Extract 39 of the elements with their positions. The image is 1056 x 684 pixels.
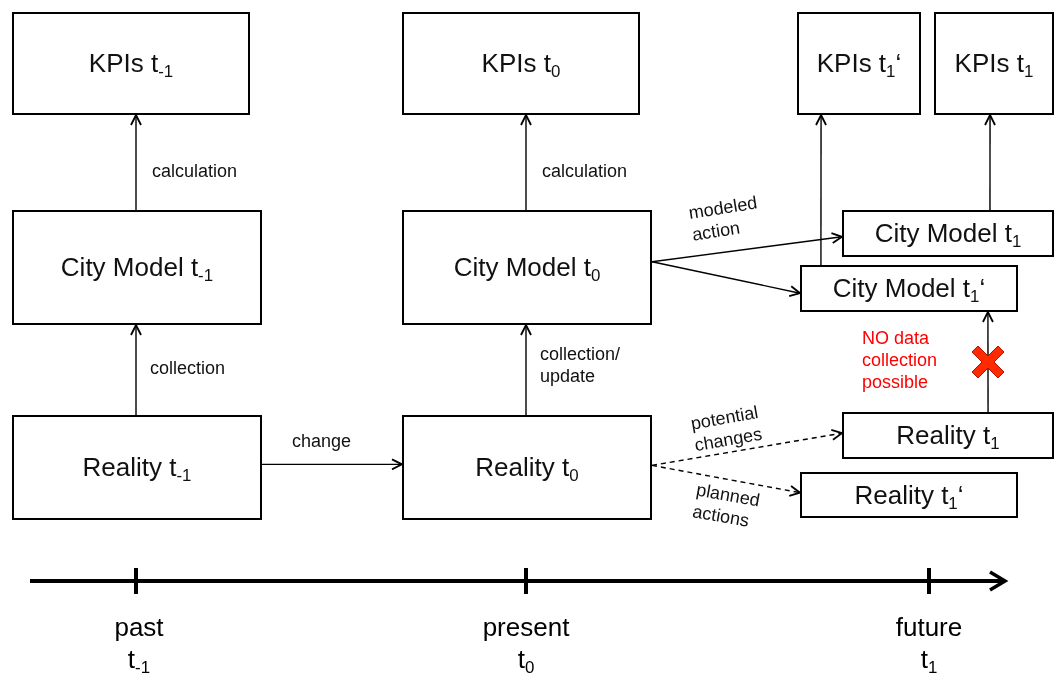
label-box: Reality t$_{1}$ — [842, 412, 1054, 459]
arrow — [520, 114, 532, 211]
dashed-arrow — [651, 464, 801, 497]
label-box: City Model t$_{0}$ — [402, 210, 652, 325]
label-box: City Model t$_{1}$ — [842, 210, 1054, 257]
period-label: future — [895, 612, 963, 643]
edge-label: collection — [150, 357, 227, 379]
edge-label: change — [292, 430, 353, 452]
label-box: KPIs t$_{0}$ — [402, 12, 640, 115]
time-label: t$_{-1}$ — [127, 644, 151, 675]
arrow — [520, 324, 532, 416]
label-box: KPIs t$_{-1}$ — [12, 12, 250, 115]
label-box: City Model t$_{-1}$ — [12, 210, 262, 325]
label-box: Reality t$_{1}$‘ — [800, 472, 1018, 518]
label-box: Reality t$_{0}$ — [402, 415, 652, 520]
edge-label: NO data collection possible — [862, 327, 939, 393]
arrow — [982, 311, 994, 413]
arrow — [261, 458, 403, 471]
arrow — [984, 114, 996, 211]
time-label: t$_{0}$ — [517, 644, 535, 675]
label-box: KPIs t$_{1}$ — [934, 12, 1054, 115]
arrow — [130, 324, 142, 416]
label-box: Reality t$_{-1}$ — [12, 415, 262, 520]
edge-label: planned actions — [690, 478, 763, 533]
edge-label: potential changes — [689, 401, 765, 457]
label-box: City Model t$_{1}$‘ — [800, 265, 1018, 312]
arrow — [130, 114, 142, 211]
period-label: present — [482, 612, 570, 643]
arrow — [651, 261, 801, 297]
edge-label: calculation — [542, 160, 629, 182]
time-label: t$_{1}$ — [920, 644, 938, 675]
arrow — [815, 114, 827, 266]
edge-label: modeled action — [687, 191, 760, 246]
period-label: past — [114, 612, 164, 643]
dashed-arrow — [651, 429, 843, 467]
label-box: KPIs t$_{1}$‘ — [797, 12, 921, 115]
arrow — [651, 232, 843, 263]
edge-label: calculation — [152, 160, 239, 182]
edge-label: collection/ update — [540, 343, 622, 387]
